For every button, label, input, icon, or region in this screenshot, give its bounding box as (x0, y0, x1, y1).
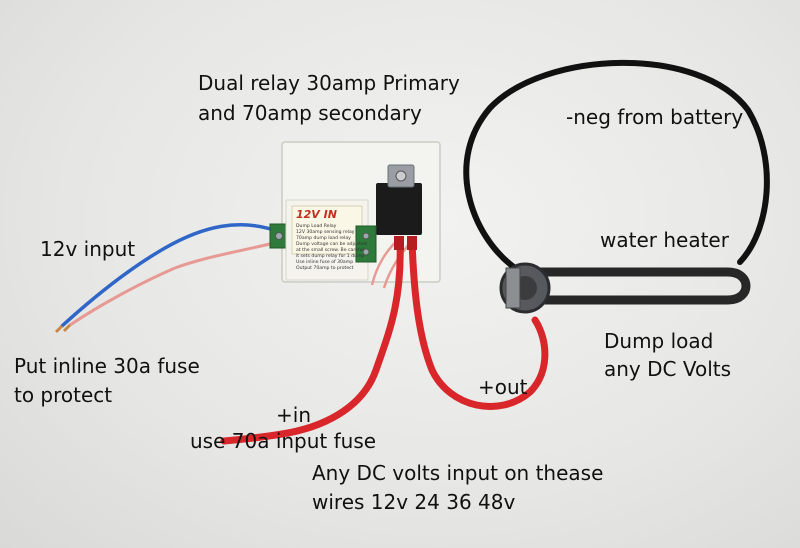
neg-battery-label: -neg from battery (566, 105, 744, 129)
relay-body (376, 183, 422, 235)
controller-sticker (291, 205, 363, 255)
sticker-line: Output 70amp to protect (296, 266, 354, 271)
right-screw-terminal (355, 225, 377, 263)
sticker-line: Dump voltage can be adjusted (296, 242, 367, 247)
sticker-line: it sets dump relay for 1 dump (296, 254, 365, 259)
sticker-line: at the small screw. Be careful (296, 248, 364, 253)
plus-in-label: +in (276, 403, 311, 427)
dc-input-label-line2: wires 12v 24 36 48v (312, 490, 516, 514)
fuse-label-line1: Put inline 30a fuse (14, 354, 200, 378)
input-12v-label: 12v input (40, 237, 136, 261)
red-input-wire (220, 236, 404, 445)
plus-out-label: +out (478, 375, 528, 399)
black-negative-wire (463, 59, 770, 271)
dump-load-label-line1: Dump load (604, 329, 714, 353)
input-fuse-label: use 70a input fuse (190, 429, 377, 453)
dc-input-label-line1: Any DC volts input on thease (312, 461, 604, 485)
board-marking: 12V IN (296, 208, 337, 221)
blue-12v-input-wire (60, 222, 287, 328)
terminal-screw (275, 232, 283, 240)
water-heater-label: water heater (600, 228, 729, 252)
relay-mount-bolt (395, 170, 407, 182)
pink-12v-input-wire (68, 238, 287, 327)
sticker-line: 70amp dump load relay (296, 236, 351, 241)
sticker-line: Use inline fuse of 30amp (296, 260, 354, 265)
red-output-wire (408, 236, 549, 410)
dump-load-label-line2: any DC Volts (604, 357, 732, 381)
dual-relay-label-line2: and 70amp secondary (198, 101, 422, 125)
heater-element-loop (515, 267, 751, 305)
dual-relay-label-line1: Dual relay 30amp Primary (198, 71, 460, 95)
fuse-label-line2: to protect (14, 383, 113, 407)
sticker-line: 12V 30amp sensing relay (296, 230, 355, 235)
sticker-line: Dump Load Relay (296, 224, 337, 229)
